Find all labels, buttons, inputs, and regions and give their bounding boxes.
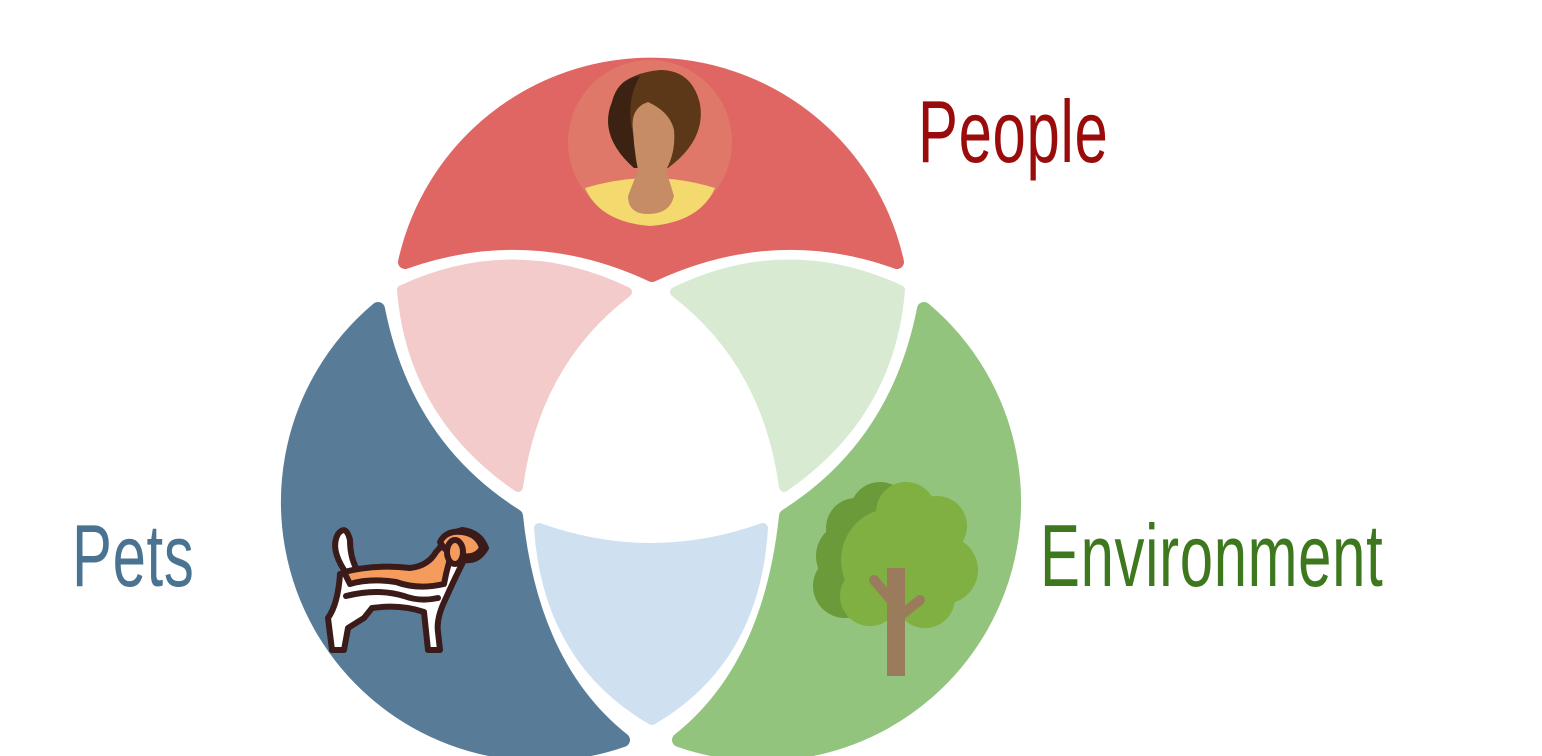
dog-icon: [325, 527, 489, 653]
label-people: People: [918, 82, 1109, 181]
label-pets: Pets: [72, 506, 195, 605]
overlap-people-pets: [397, 259, 632, 492]
overlap-pets-environment: [534, 523, 768, 725]
tree-icon: [813, 482, 978, 676]
overlap-people-environment: [670, 259, 905, 492]
label-environment: Environment: [1040, 506, 1384, 605]
person-icon: [568, 60, 732, 226]
